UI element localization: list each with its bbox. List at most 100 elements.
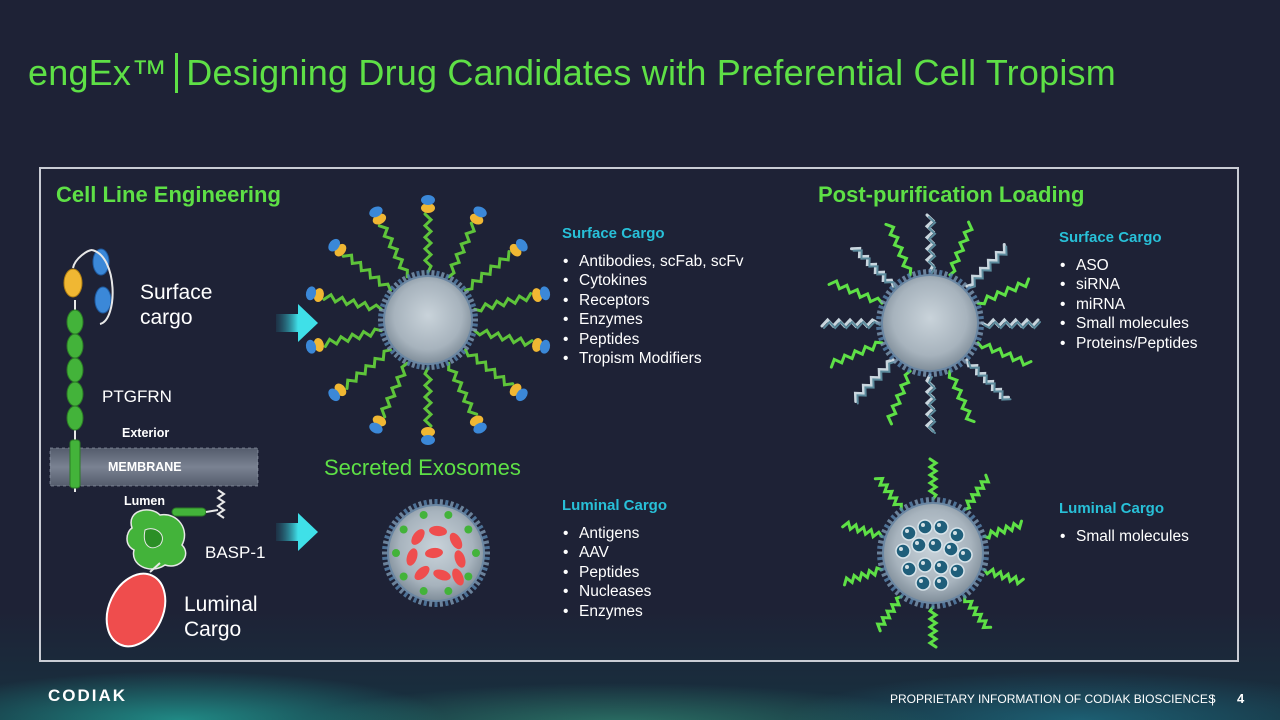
lumen-label: Lumen xyxy=(124,494,165,508)
luminal-cargo-heading-2: Luminal Cargo xyxy=(1059,500,1165,517)
basp1-anchor xyxy=(472,549,480,557)
aso-strand xyxy=(829,340,884,369)
membrane-band xyxy=(49,447,259,487)
scaffold-strand xyxy=(873,476,903,511)
antibody-fv xyxy=(369,206,383,218)
small-molecule xyxy=(901,561,917,577)
sirna-strand xyxy=(965,243,1007,288)
antibody-fab xyxy=(532,288,543,302)
list-item: Peptides xyxy=(562,330,744,350)
luminal-exosome-loaded xyxy=(841,457,1025,649)
surface-cargo-list-2: ASO siRNA miRNA Small molecules Proteins… xyxy=(1059,256,1198,353)
ptgfrn-stalk xyxy=(323,327,383,349)
scaffold-strand xyxy=(875,595,903,633)
ptgfrn-stalk xyxy=(464,348,515,387)
list-item: Nucleases xyxy=(562,582,651,602)
list-item: Antibodies, scFab, scFv xyxy=(562,252,744,272)
luminal-cargo-particle xyxy=(454,550,466,568)
luminal-cargo-label: Luminal Cargo xyxy=(184,593,258,641)
ptgfrn-stalk xyxy=(341,253,392,292)
sirna-strand-pair xyxy=(967,245,1008,290)
cell-line-engineering-heading: Cell Line Engineering xyxy=(56,182,281,207)
antibody-fv xyxy=(369,422,383,434)
surface-cargo-list-1: Antibodies, scFab, scFv Cytokines Recept… xyxy=(562,252,744,369)
small-molecule-highlight xyxy=(899,547,903,551)
sirna-strand-pair xyxy=(927,216,937,274)
page-number: 4 xyxy=(1237,691,1245,706)
antibody-fab xyxy=(313,288,324,302)
luminal-cargo-particle xyxy=(414,565,430,581)
scaffold-strand xyxy=(843,566,884,587)
surface-exosome-loaded xyxy=(820,213,1041,434)
luminal-exosome-engineered xyxy=(382,499,490,607)
vesicle-body xyxy=(881,274,979,372)
luminal-cargo-particle xyxy=(452,568,464,586)
aso-strand xyxy=(948,220,974,277)
luminal-cargo-particle xyxy=(406,548,418,566)
small-molecule xyxy=(933,575,949,591)
basp1-anchor xyxy=(444,510,453,519)
aso-strand xyxy=(827,279,884,305)
sirna-strand-pair xyxy=(983,320,1041,330)
footer-glow-decoration xyxy=(0,610,1280,720)
antibody-fv xyxy=(305,339,317,354)
scaffold-strand xyxy=(982,519,1023,540)
small-molecule-highlight xyxy=(919,579,923,583)
small-molecule xyxy=(943,541,959,557)
surface-cargo-heading-1: Surface Cargo xyxy=(562,225,665,242)
ptgfrn-stalk xyxy=(473,291,533,313)
luminal-cargo-particle xyxy=(429,525,447,537)
small-molecule xyxy=(949,527,965,543)
codiak-logo: CODIAK xyxy=(48,686,128,705)
list-item: Small molecules xyxy=(1059,314,1198,334)
small-molecule-highlight xyxy=(921,523,925,527)
ptgfrn-stalk xyxy=(322,292,383,312)
sirna-strand-pair xyxy=(852,249,897,290)
small-molecule-highlight xyxy=(905,529,909,533)
aso-strand xyxy=(947,369,976,424)
membrane-label: MEMBRANE xyxy=(108,460,182,474)
small-molecule xyxy=(895,543,911,559)
scaffold-strand xyxy=(841,519,884,540)
list-item: miRNA xyxy=(1059,295,1198,315)
basp1-anchor xyxy=(464,525,473,534)
antibody-fv xyxy=(473,422,487,434)
antibody-fv xyxy=(328,238,341,252)
ptgfrn-stalk xyxy=(345,348,392,390)
ptgfrn-stalk xyxy=(447,361,479,416)
title-brand: engEx™ xyxy=(28,52,168,93)
luminal-cargo-heading-1: Luminal Cargo xyxy=(562,497,668,514)
antibody-fv xyxy=(515,388,528,402)
list-item: siRNA xyxy=(1059,275,1198,295)
aso-strand xyxy=(886,369,912,426)
title-divider xyxy=(175,53,179,93)
small-molecule-highlight xyxy=(937,523,941,527)
list-item: Peptides xyxy=(562,563,651,583)
ptgfrn-stalk xyxy=(473,328,534,348)
sirna-strand-pair xyxy=(856,360,897,405)
aso-strand xyxy=(976,277,1031,306)
ptgfrn-stalk xyxy=(377,224,409,279)
list-item: Tropism Modifiers xyxy=(562,349,744,369)
list-item: Enzymes xyxy=(562,602,651,622)
luminal-cargo-particle xyxy=(425,547,443,559)
small-molecule xyxy=(933,519,949,535)
scaffold-strand xyxy=(982,566,1025,587)
aso-strand xyxy=(976,341,1033,367)
small-molecule-highlight xyxy=(921,561,925,565)
post-purification-loading-heading: Post-purification Loading xyxy=(818,182,1085,207)
luminal-cargo-particle xyxy=(449,532,463,550)
list-item: Enzymes xyxy=(562,310,744,330)
small-molecule-highlight xyxy=(915,541,919,545)
basp1-protein xyxy=(126,489,226,570)
small-molecule xyxy=(933,559,949,575)
antibody-fab xyxy=(421,202,436,214)
surface-exosome-engineered xyxy=(305,194,551,446)
footer-separator: | xyxy=(1211,692,1215,706)
aso-strand xyxy=(884,222,913,277)
basp1-anchor xyxy=(392,549,400,557)
sirna-strand-pair xyxy=(967,360,1012,401)
surface-cargo-label: Surface cargo xyxy=(140,281,213,329)
antibody-fv xyxy=(539,286,551,301)
